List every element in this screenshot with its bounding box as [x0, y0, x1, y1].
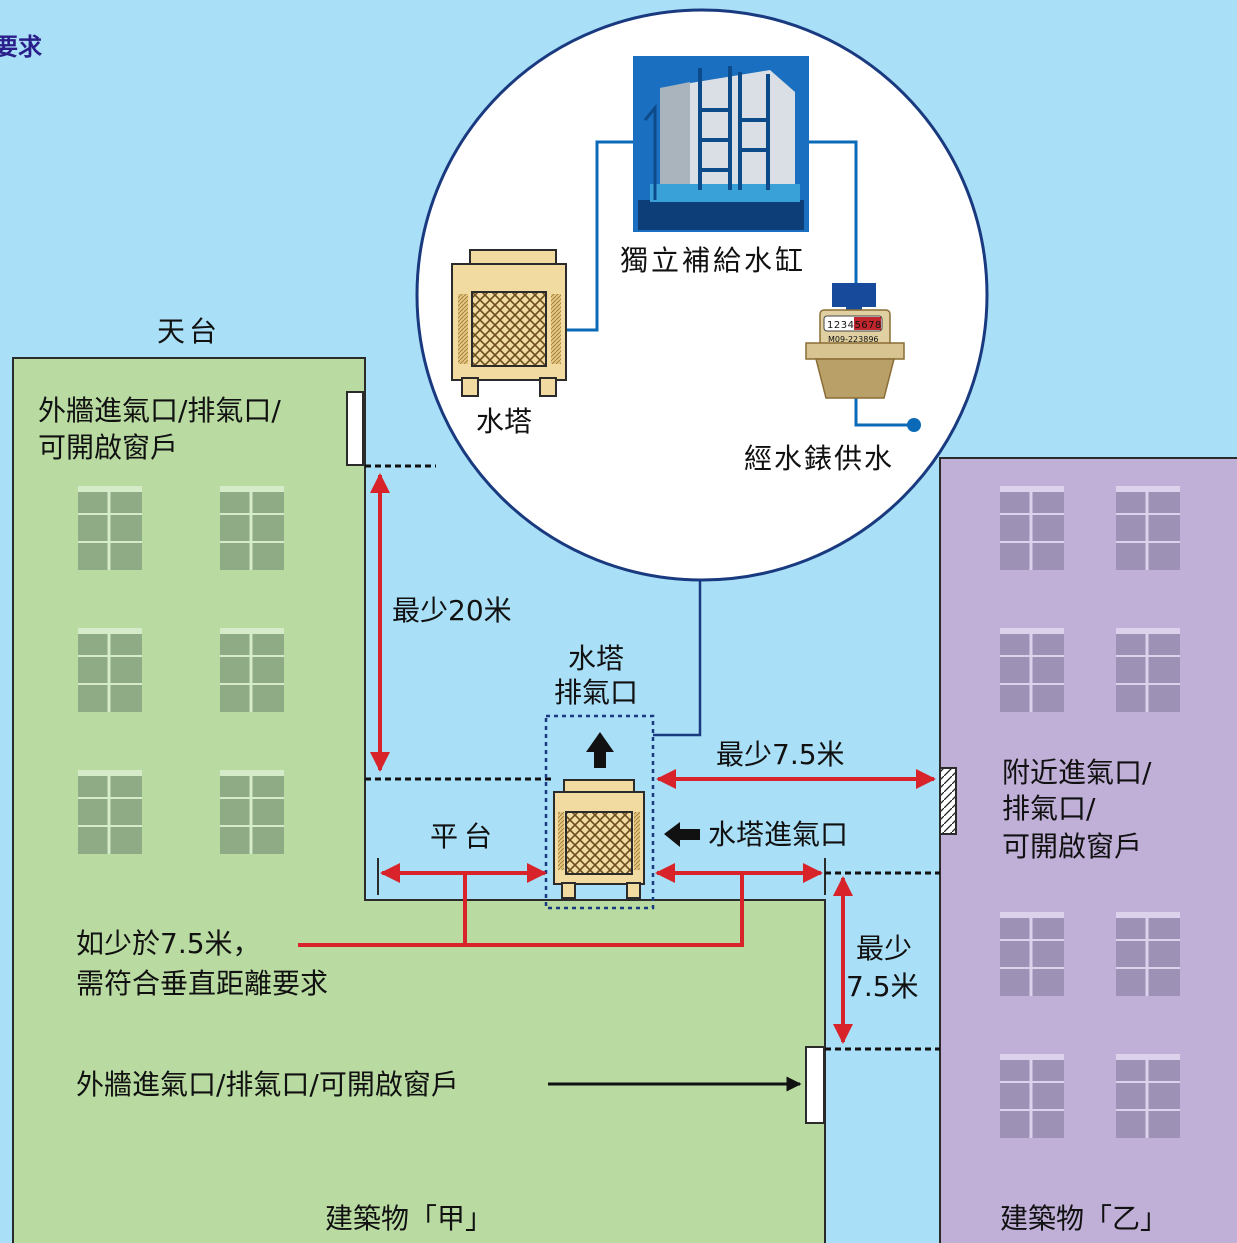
inset-detail: 獨立補給水缸 水塔 12345678 M09-223896 經水錶供水 [415, 8, 989, 582]
note-line2: 需符合垂直距離要求 [76, 967, 328, 1000]
vertical-7-5m-label-line2: 7.5米 [846, 970, 919, 1003]
makeup-tank-label: 獨立補給水缸 [620, 244, 806, 277]
building-window [1116, 486, 1180, 570]
building-window [78, 486, 142, 570]
lower-wall-vent [805, 1046, 825, 1124]
meter-digits: 12345678 [827, 320, 882, 331]
lower-vent-label: 外牆進氣口/排氣口/可開啟窗戶 [76, 1068, 459, 1101]
supply-label: 經水錶供水 [744, 442, 894, 475]
upper-wall-vent [346, 391, 364, 466]
building-b-vent-label-line1: 附近進氣口/ [1002, 756, 1152, 789]
building-window [1116, 1054, 1180, 1138]
supply-pipe [567, 140, 633, 332]
building-b-name: 建築物「乙」 [1000, 1202, 1168, 1235]
building-b [939, 457, 1237, 1243]
upper-vent-label-line1: 外牆進氣口/排氣口/ [38, 394, 281, 427]
makeup-tank [633, 56, 809, 232]
building-a-windows [78, 486, 284, 854]
tower-envelope [544, 714, 655, 910]
building-window [78, 770, 142, 854]
building-window [220, 770, 284, 854]
tower-exhaust-label-line2: 排氣口 [554, 676, 638, 709]
building-window [220, 486, 284, 570]
roof-label: 天台 [157, 315, 221, 348]
horizontal-7-5m-label: 最少7.5米 [716, 738, 845, 771]
building-window [1116, 912, 1180, 996]
building-window [1000, 912, 1064, 996]
upper-vent-label-line2: 可開啟窗戶 [38, 431, 178, 464]
building-window [1116, 628, 1180, 712]
building-window [78, 628, 142, 712]
building-b-windows [1000, 486, 1180, 1138]
makeup-pipe [809, 140, 858, 283]
page-title: 要求 [0, 33, 42, 61]
water-meter-icon: 12345678 M09-223896 [805, 283, 905, 399]
intake-arrow-icon [664, 822, 700, 847]
exhaust-arrow-icon [586, 732, 614, 768]
building-window [1000, 1054, 1064, 1138]
inset-tower-label: 水塔 [476, 405, 532, 438]
tower-exhaust-label-line1: 水塔 [568, 642, 624, 675]
building-a-name: 建築物「甲」 [325, 1202, 493, 1235]
supply-point [907, 418, 921, 432]
building-a-podium [12, 899, 826, 1243]
building-a [12, 357, 826, 1243]
inset-circle [415, 8, 989, 582]
building-b-vent-label-line3: 可開啟窗戶 [1002, 830, 1142, 863]
note-line1: 如少於7.5米， [76, 927, 261, 960]
building-window [220, 628, 284, 712]
cooling-tower [544, 714, 655, 910]
inset-connector-line [653, 580, 702, 737]
building-window [1000, 628, 1064, 712]
platform-label: 平台 [430, 820, 498, 853]
building-window [1000, 486, 1064, 570]
building-b-vent-label-line2: 排氣口/ [1002, 792, 1096, 825]
note-leader-line [298, 873, 744, 947]
vertical-20m-label: 最少20米 [392, 594, 512, 627]
building-a-tower [12, 357, 366, 919]
meter-serial: M09-223896 [828, 335, 879, 344]
tower-intake-label: 水塔進氣口 [708, 818, 848, 851]
vertical-7-5m-label-line1: 最少 [856, 932, 912, 965]
meter-outlet-pipe [854, 398, 912, 427]
building-b-vent [939, 767, 957, 835]
inset-cooling-tower-icon [451, 249, 567, 397]
